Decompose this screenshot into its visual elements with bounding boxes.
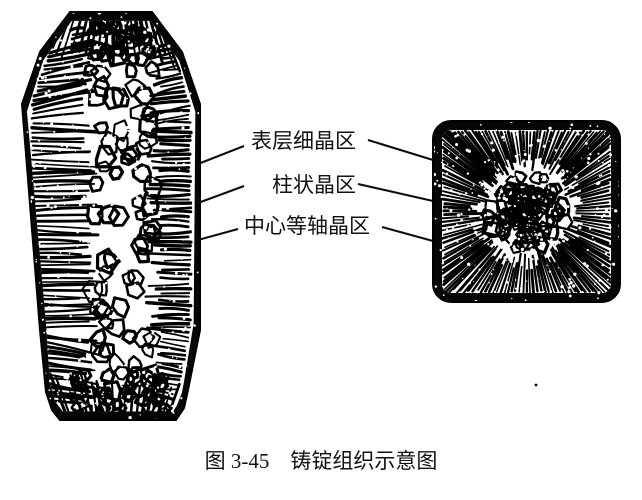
leader-lines (197, 138, 434, 243)
label-columnar-grain-zone: 柱状晶区 (272, 173, 356, 197)
leader-line-columnar-grain-zone-right (357, 182, 434, 203)
figure-caption: 图 3-45 铸锭组织示意图 (205, 449, 438, 473)
stray-speck (534, 383, 538, 387)
cross-section-chill-zone-specks (433, 121, 620, 302)
ingot-outline (20, 11, 201, 421)
label-text-surface-fine-grain-zone: 表层细晶区 (251, 129, 356, 153)
leader-line-central-equiaxed-grain-zone-left (197, 227, 239, 242)
ingot-longitudinal-section (20, 11, 201, 421)
ingot-chill-zone-specks (22, 12, 200, 420)
leader-line-surface-fine-grain-zone-right (367, 138, 434, 162)
label-text-central-equiaxed-grain-zone: 中心等轴晶区 (244, 214, 370, 238)
leader-line-columnar-grain-zone-left (197, 185, 245, 204)
label-central-equiaxed-grain-zone: 中心等轴晶区 (244, 214, 370, 238)
label-text-columnar-grain-zone: 柱状晶区 (272, 173, 356, 197)
cross-section-outline (432, 120, 621, 303)
cross-section-transverse (432, 120, 621, 303)
leader-line-surface-fine-grain-zone-left (197, 145, 245, 165)
label-surface-fine-grain-zone: 表层细晶区 (251, 129, 356, 153)
leader-line-central-equiaxed-grain-zone-right (381, 225, 434, 243)
cross-section-grain-texture (442, 130, 611, 293)
